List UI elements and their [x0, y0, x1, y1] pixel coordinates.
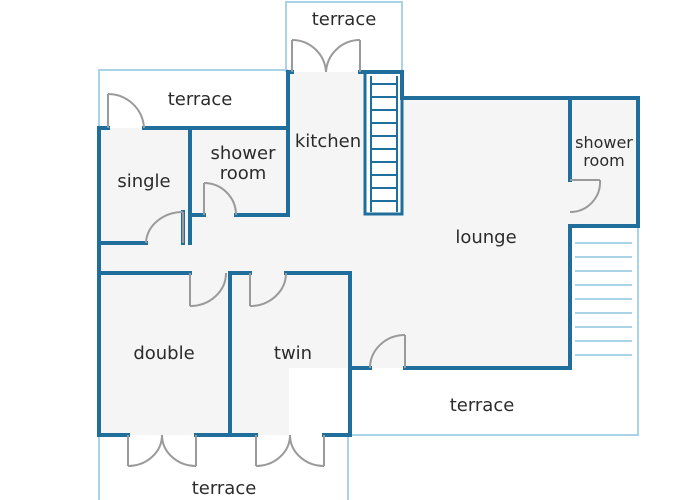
terrace-right-outline — [350, 227, 639, 436]
door-double[interactable] — [189, 272, 227, 307]
label-shower-room-1-line1: shower — [211, 143, 277, 164]
door-lounge-bottom[interactable] — [369, 334, 406, 369]
terrace-left-outline — [98, 69, 288, 128]
door-kitchen-top[interactable] — [291, 38, 361, 73]
label-shower-room-2-line2: room — [583, 151, 624, 170]
label-single: single — [117, 171, 170, 192]
door-twin[interactable] — [249, 272, 287, 307]
label-kitchen: kitchen — [295, 131, 361, 152]
label-terrace-bottom: terrace — [192, 478, 257, 499]
door-single-bottom[interactable] — [145, 211, 184, 244]
label-terrace-top: terrace — [312, 9, 377, 30]
terrace-top-outline — [285, 1, 403, 72]
label-terrace-left: terrace — [168, 89, 233, 110]
label-terrace-right: terrace — [450, 395, 515, 416]
label-shower-room-2-line1: shower — [575, 133, 633, 152]
door-twin-bottom[interactable] — [255, 434, 325, 467]
outer-staircase — [575, 242, 632, 356]
label-twin: twin — [274, 343, 312, 364]
room-labels: terrace terrace kitchen shower room show… — [117, 9, 633, 499]
door-shower-room-1[interactable] — [203, 182, 237, 216]
terrace-outlines — [98, 1, 639, 500]
walls — [97, 70, 640, 437]
label-lounge: lounge — [455, 227, 516, 248]
doors — [107, 38, 602, 467]
label-shower-room-1-line2: room — [220, 163, 267, 184]
inner-staircase — [363, 70, 404, 216]
door-double-bottom[interactable] — [127, 434, 197, 467]
label-double: double — [133, 343, 194, 364]
door-shower-room-2[interactable] — [569, 179, 602, 214]
door-single-top[interactable] — [107, 92, 145, 129]
